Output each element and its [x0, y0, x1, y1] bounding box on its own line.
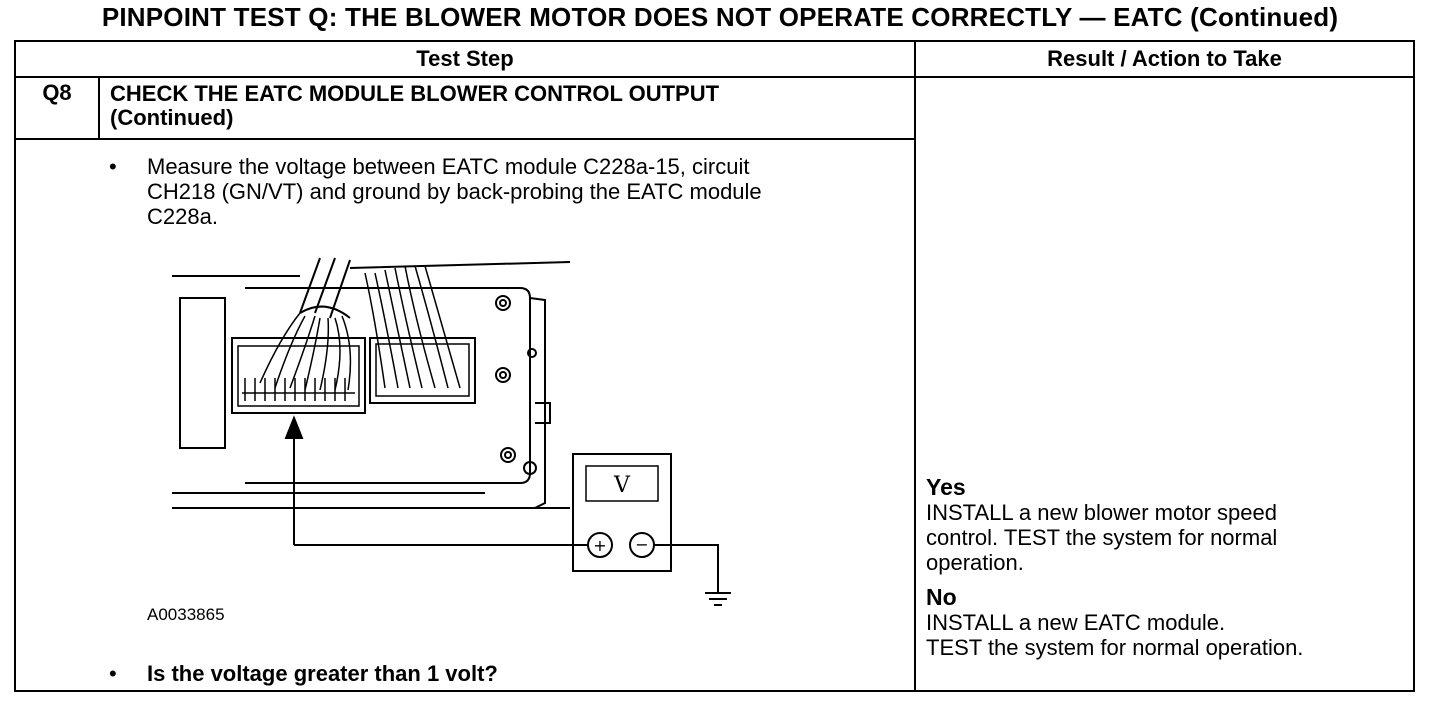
step-id: Q8	[42, 80, 72, 105]
eatc-module-voltmeter-illustration: V + −	[172, 257, 731, 606]
header-test-step: Test Step	[416, 46, 514, 71]
probe-arrow-icon	[284, 415, 304, 545]
result-yes-line: control. TEST the system for normal	[926, 525, 1278, 550]
step-title: CHECK THE EATC MODULE BLOWER CONTROL OUT…	[110, 82, 910, 130]
step-title-divider	[16, 138, 914, 140]
step-title-line-2: (Continued)	[110, 105, 234, 130]
figure-code: A0033865	[147, 605, 225, 624]
wire-harness	[259, 257, 461, 391]
ground-symbol-icon	[705, 592, 731, 606]
bullet-icon: •	[109, 154, 117, 179]
bullet-icon: •	[109, 661, 117, 686]
header-result-action: Result / Action to Take	[1047, 46, 1282, 71]
pinpoint-test-table: Test Step Result / Action to Take Q8 CHE…	[14, 40, 1415, 692]
plus-terminal-label: +	[593, 536, 606, 555]
step-id-divider	[98, 76, 100, 138]
result-no-label: No	[926, 584, 957, 610]
column-divider	[914, 42, 916, 690]
test-question: Is the voltage greater than 1 volt?	[147, 661, 498, 686]
header-divider	[16, 76, 1413, 78]
minus-terminal-label: −	[635, 535, 648, 554]
test-leads	[294, 544, 719, 593]
instruction-line: C228a.	[147, 204, 218, 229]
voltmeter-label: V	[613, 473, 631, 498]
instruction-text: Measure the voltage between EATC module …	[147, 154, 887, 229]
result-no-line: INSTALL a new EATC module.	[926, 610, 1226, 635]
voltmeter-icon: V + −	[572, 453, 672, 572]
result-yes-label: Yes	[926, 474, 966, 500]
result-yes-line: INSTALL a new blower motor speed	[926, 500, 1277, 525]
instruction-line: CH218 (GN/VT) and ground by back-probing…	[147, 179, 762, 204]
result-no-action: INSTALL a new EATC module. TEST the syst…	[926, 610, 1396, 660]
page-title: PINPOINT TEST Q: THE BLOWER MOTOR DOES N…	[101, 2, 1339, 32]
step-title-line-1: CHECK THE EATC MODULE BLOWER CONTROL OUT…	[110, 81, 720, 106]
result-yes-line: operation.	[926, 550, 1024, 575]
result-no-line: TEST the system for normal operation.	[926, 635, 1304, 660]
eatc-module-housing	[172, 261, 571, 509]
instruction-line: Measure the voltage between EATC module …	[147, 154, 750, 179]
connector-c228a	[231, 337, 476, 414]
result-yes-action: INSTALL a new blower motor speed control…	[926, 500, 1396, 575]
